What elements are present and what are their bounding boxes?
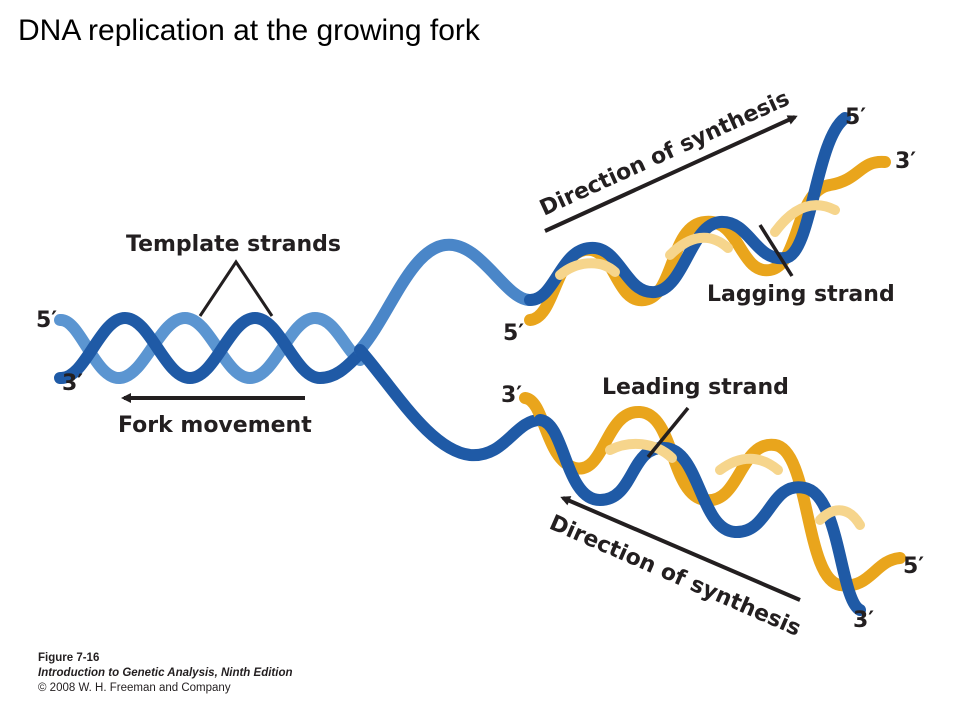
lower-direction-label: Direction of synthesis [546, 511, 805, 642]
upper-direction-label: Direction of synthesis [536, 86, 793, 221]
template-strand-lower-arm [354, 344, 546, 462]
lagging-strand-label: Lagging strand [707, 282, 895, 307]
fork-movement-label: Fork movement [118, 413, 312, 438]
copyright-line: © 2008 W. H. Freeman and Company [38, 682, 231, 694]
leading-strand-label: Leading strand [602, 375, 789, 400]
slide-title: DNA replication at the growing fork [18, 14, 480, 47]
figure-number: Figure 7-16 [38, 652, 100, 664]
upper-direction-arrow [544, 115, 798, 233]
figure-caption: Figure 7-16 Introduction to Genetic Anal… [38, 651, 293, 696]
template-strand-upper-arm [354, 238, 536, 356]
template-strand-lower [534, 414, 866, 616]
new-strand-lower-light [605, 438, 865, 530]
template-strands-pointer [198, 259, 274, 317]
template-strand-front [54, 311, 368, 385]
lower-daughter-helix [519, 392, 906, 616]
new-strand-upper-light [555, 200, 840, 280]
lower-left-3-prime-label: 3′ [501, 383, 522, 408]
upper-right-3-prime-label: 3′ [895, 149, 916, 174]
lower-right-5-prime-label: 5′ [903, 554, 924, 579]
lower-direction-arrow [560, 496, 801, 602]
upper-left-5-prime-label: 5′ [503, 321, 524, 346]
book-title: Introduction to Genetic Analysis, Ninth … [38, 667, 293, 679]
template-strand-upper [524, 112, 851, 306]
template-strand-back [54, 311, 366, 385]
lagging-strand-pointer [758, 224, 794, 277]
parent-5-prime-label: 5′ [36, 308, 57, 333]
lower-right-3-prime-label: 3′ [853, 608, 874, 633]
template-strands-label: Template strands [126, 232, 341, 257]
upper-right-5-prime-label: 5′ [845, 105, 866, 130]
parent-3-prime-label: 3′ [62, 371, 83, 396]
parental-helix [54, 238, 546, 462]
leading-strand-pointer [646, 406, 690, 459]
upper-daughter-helix [524, 112, 891, 326]
